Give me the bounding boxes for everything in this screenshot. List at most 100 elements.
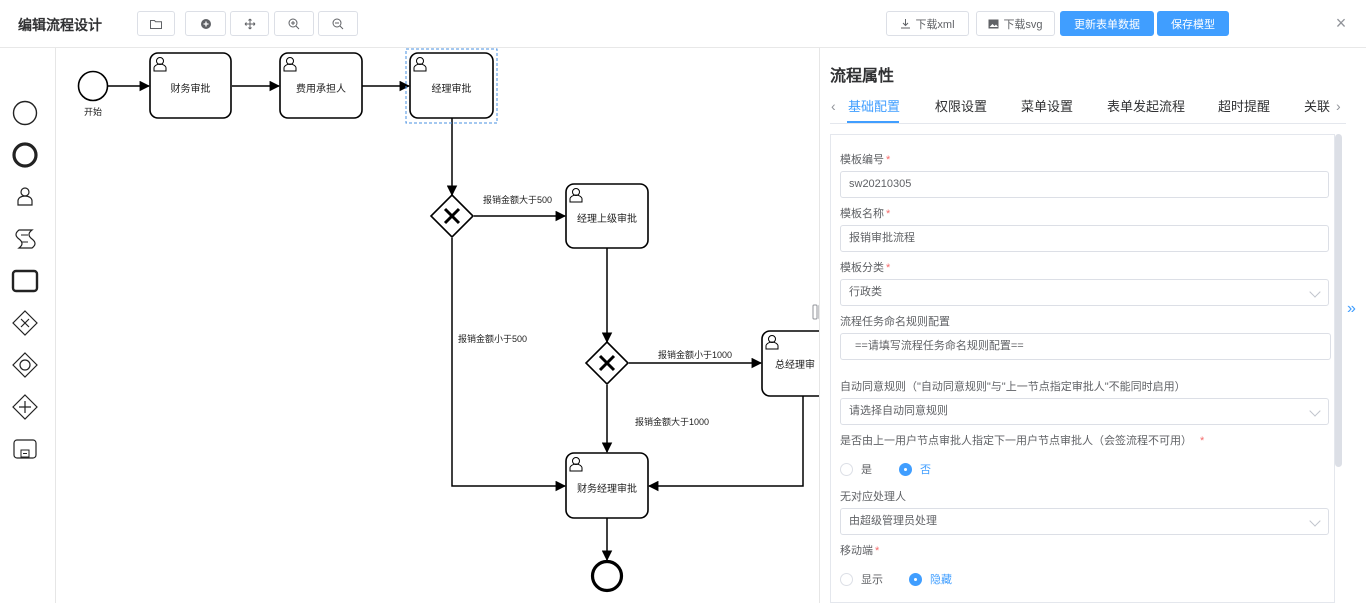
flow-label-over-1000: 报销金额大于1000 — [635, 417, 710, 427]
assign-next-label: 是否由上一用户节点审批人指定下一用户节点审批人（会签流程不可用）* — [840, 435, 1205, 447]
save-model-button[interactable]: 保存模型 — [1157, 11, 1229, 36]
script-task-icon[interactable] — [10, 224, 40, 254]
open-file-button[interactable] — [137, 11, 175, 36]
download-svg-button[interactable]: 下载svg — [976, 11, 1055, 36]
panel-tabs: ‹ 基础配置 权限设置 菜单设置 表单发起流程 超时提醒 关联 › — [820, 92, 1346, 124]
no-handler-select[interactable]: 由超级管理员处理 — [840, 508, 1329, 535]
tab-permissions[interactable]: 权限设置 — [935, 99, 988, 114]
download-icon — [901, 19, 911, 29]
active-tab-indicator — [847, 121, 899, 123]
user-icon — [153, 57, 167, 72]
tab-timeout-reminder[interactable]: 超时提醒 — [1218, 99, 1271, 114]
radio-circle-checked — [899, 462, 912, 476]
diagram-canvas[interactable]: 开始 财务审批 费用承担人 经理审批 经理上级审批 总经理审 财务经理审批 报销… — [57, 48, 819, 603]
template-category-select[interactable]: 行政类 — [840, 279, 1329, 306]
template-name-label: 模板名称* — [840, 208, 891, 220]
template-category-label: 模板分类* — [840, 262, 891, 274]
assign-next-yes-radio[interactable]: 是 — [840, 461, 872, 477]
zoom-in-icon — [288, 18, 300, 29]
sequence-flows — [108, 80, 804, 562]
element-palette — [0, 48, 56, 603]
flow-gm-finance-manager[interactable] — [647, 396, 804, 492]
move-icon — [244, 18, 255, 29]
image-icon — [988, 19, 999, 28]
task-icon[interactable] — [10, 266, 40, 296]
end-event-icon[interactable] — [10, 140, 40, 170]
template-code-input[interactable]: sw20210305 — [840, 171, 1329, 198]
mobile-hide-radio[interactable]: 隐藏 — [909, 571, 952, 587]
flow-label-under-1000: 报销金额小于1000 — [658, 350, 733, 360]
radio-circle — [840, 572, 853, 586]
expand-right-icon[interactable]: » — [1347, 300, 1356, 317]
plus-circle-icon — [200, 18, 211, 29]
tab-next-icon[interactable]: › — [1336, 98, 1341, 114]
tab-form-initiate[interactable]: 表单发起流程 — [1107, 99, 1186, 114]
exclusive-gateway-icon[interactable] — [10, 308, 40, 338]
basic-config-form: 模板编号* sw20210305 模板名称* 报销审批流程 模板分类* 行政类 … — [830, 134, 1335, 603]
auto-agree-label: 自动同意规则（"自动同意规则"与"上一节点指定审批人"不能同时启用） — [840, 381, 1186, 393]
tab-basic-config[interactable]: 基础配置 — [848, 99, 901, 114]
inclusive-gateway-icon[interactable] — [10, 350, 40, 380]
flow-label-under-500: 报销金额小于500 — [458, 334, 528, 344]
radio-circle-checked — [909, 572, 922, 586]
user-task-icon[interactable] — [10, 182, 40, 212]
naming-rule-input[interactable]: ==请填写流程任务命名规则配置== — [840, 333, 1331, 360]
download-xml-label: 下载xml — [915, 18, 955, 31]
mobile-label: 移动端* — [840, 545, 880, 557]
user-task-finance[interactable] — [149, 52, 232, 119]
exclusive-gateway-1[interactable] — [429, 193, 475, 239]
user-task-manager[interactable] — [409, 52, 494, 119]
template-name-input[interactable]: 报销审批流程 — [840, 225, 1329, 252]
chevron-down-icon — [1309, 286, 1321, 298]
folder-icon — [150, 19, 162, 29]
assign-next-no-radio[interactable]: 否 — [899, 461, 931, 477]
radio-circle — [840, 462, 853, 476]
user-task-finance-manager[interactable] — [565, 452, 649, 519]
form-scrollbar[interactable] — [1335, 134, 1342, 467]
task-label-manager-superior: 经理上级审批 — [577, 214, 637, 225]
parallel-gateway-icon[interactable] — [10, 392, 40, 422]
header-bar: 编辑流程设计 下载xml 下载svg 更新表单数据 保存模型 × — [0, 0, 1366, 48]
download-svg-label: 下载svg — [1003, 18, 1043, 31]
download-xml-button[interactable]: 下载xml — [886, 11, 969, 36]
selection-outline — [405, 48, 498, 124]
move-button[interactable] — [230, 11, 269, 36]
zoom-in-button[interactable] — [274, 11, 314, 36]
user-task-cost-bearer[interactable] — [279, 52, 363, 119]
tabs-divider — [830, 123, 1346, 124]
start-event[interactable] — [77, 70, 109, 102]
naming-rule-label: 流程任务命名规则配置 — [840, 316, 950, 328]
task-label-finance: 财务审批 — [170, 84, 211, 95]
user-task-general-manager[interactable] — [761, 330, 819, 397]
tab-related[interactable]: 关联 — [1304, 99, 1331, 114]
sub-process-icon[interactable] — [10, 434, 40, 464]
update-form-button[interactable]: 更新表单数据 — [1060, 11, 1154, 36]
end-event[interactable] — [590, 559, 624, 593]
tab-prev-icon[interactable]: ‹ — [831, 98, 836, 114]
user-icon — [765, 335, 779, 350]
chevron-down-icon — [1309, 405, 1321, 417]
start-event-label: 开始 — [84, 107, 103, 117]
tab-menu-settings[interactable]: 菜单设置 — [1021, 99, 1074, 114]
no-handler-label: 无对应处理人 — [840, 491, 906, 503]
task-label-cost-bearer: 费用承担人 — [296, 84, 346, 95]
zoom-out-button[interactable] — [318, 11, 358, 36]
task-label-finance-manager: 财务经理审批 — [577, 484, 637, 495]
user-icon — [569, 457, 583, 472]
chevron-down-icon — [1309, 515, 1321, 527]
task-label-manager: 经理审批 — [431, 84, 472, 95]
mobile-show-radio[interactable]: 显示 — [840, 571, 883, 587]
page-title: 编辑流程设计 — [18, 17, 102, 33]
auto-agree-select[interactable]: 请选择自动同意规则 — [840, 398, 1329, 425]
flow-under-500[interactable] — [451, 238, 567, 492]
user-icon — [569, 188, 583, 203]
user-icon — [283, 57, 297, 72]
add-button[interactable] — [185, 11, 226, 36]
start-event-icon[interactable] — [10, 98, 40, 128]
user-task-manager-superior[interactable] — [565, 183, 649, 249]
close-icon[interactable]: × — [1335, 13, 1347, 33]
template-code-label: 模板编号* — [840, 154, 891, 166]
flow-label-over-500: 报销金额大于500 — [483, 195, 553, 205]
exclusive-gateway-2[interactable] — [584, 340, 630, 386]
zoom-out-icon — [332, 18, 344, 29]
